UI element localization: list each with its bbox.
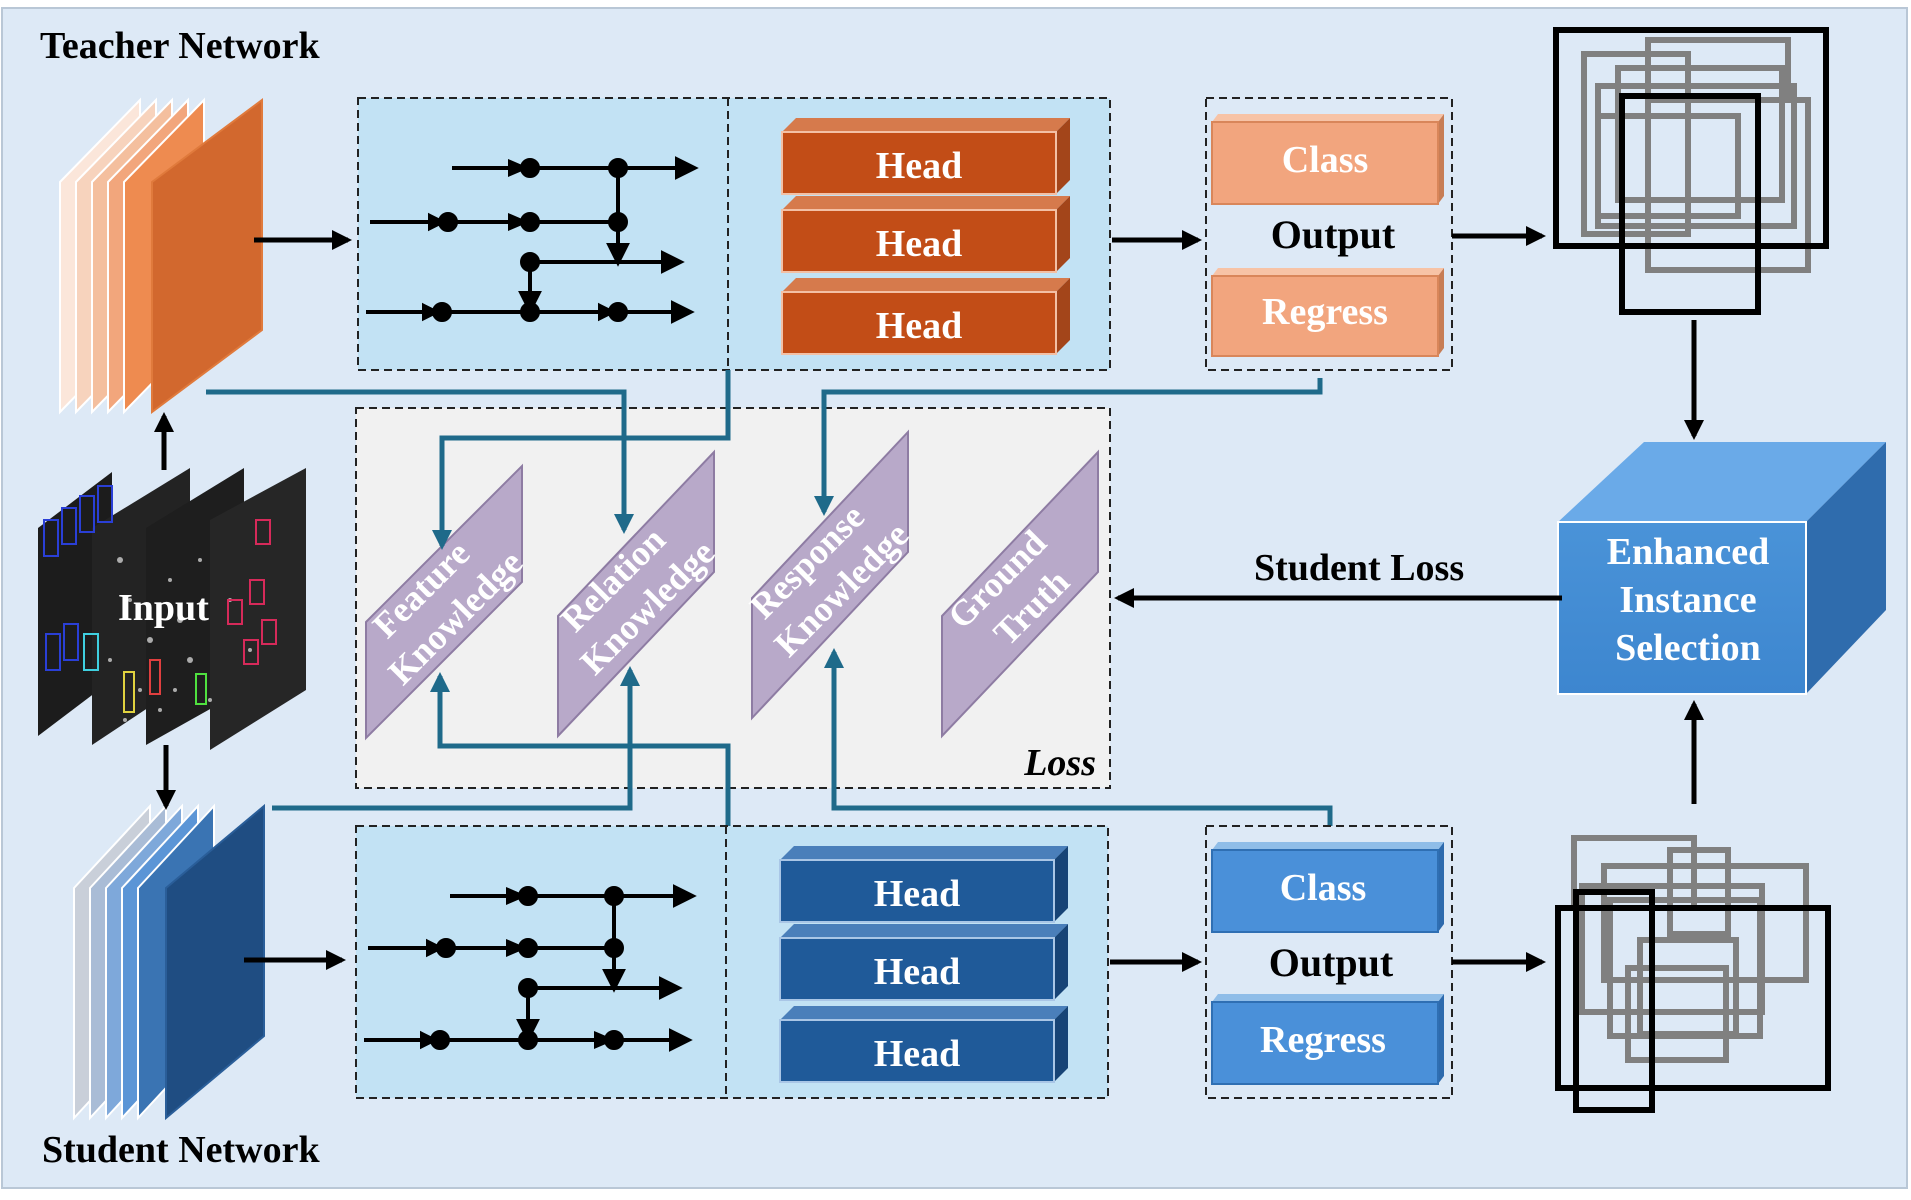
student-head-3: Head [779,1006,1068,1083]
teacher-head-2: Head [781,196,1070,273]
svg-text:Head: Head [874,873,961,915]
loss-label: Loss [1023,742,1096,784]
eis-line-2: Instance [1619,579,1756,621]
teacher-output-panel: Class Output Regress [1205,97,1453,371]
student-output-label: Output [1269,940,1394,985]
teacher-feature-stack [59,97,263,415]
input-image-stack: Input [38,468,306,750]
student-output-panel: Class Output Regress [1205,825,1453,1099]
student-bounding-boxes [1555,835,1831,1113]
svg-text:Class: Class [1282,139,1369,181]
eis-line-3: Selection [1615,627,1761,669]
svg-text:Head: Head [874,1033,961,1075]
teacher-head-1: Head [781,118,1070,195]
student-loss-label: Student Loss [1254,547,1464,589]
svg-text:Head: Head [876,223,963,265]
student-head-1: Head [779,846,1068,923]
svg-text:Class: Class [1280,867,1367,909]
student-feature-stack [73,803,265,1121]
input-label: Input [118,587,209,629]
student-head-2: Head [779,924,1068,1001]
student-regress-box: Regress [1211,994,1444,1085]
svg-text:Head: Head [876,145,963,187]
knowledge-connectors [206,370,1333,828]
eis-cube: Enhanced Instance Selection [1557,442,1886,695]
teacher-heads: Head Head Head [781,118,1070,355]
svg-text:Head: Head [874,951,961,993]
student-fpn-neck [364,884,697,1052]
teacher-head-3: Head [781,278,1070,355]
teacher-regress-box: Regress [1211,268,1444,357]
svg-text:Head: Head [876,305,963,347]
teacher-class-box: Class [1211,114,1444,205]
teacher-fpn-neck [366,156,699,324]
student-heads: Head Head Head [779,846,1068,1083]
teacher-network-title: Teacher Network [40,25,321,67]
teacher-bounding-boxes [1553,27,1829,315]
svg-text:Regress: Regress [1262,291,1388,333]
student-network-title: Student Network [42,1129,320,1171]
student-class-box: Class [1211,842,1444,933]
teacher-output-label: Output [1271,212,1396,257]
svg-text:Regress: Regress [1260,1019,1386,1061]
eis-line-1: Enhanced [1607,531,1770,573]
